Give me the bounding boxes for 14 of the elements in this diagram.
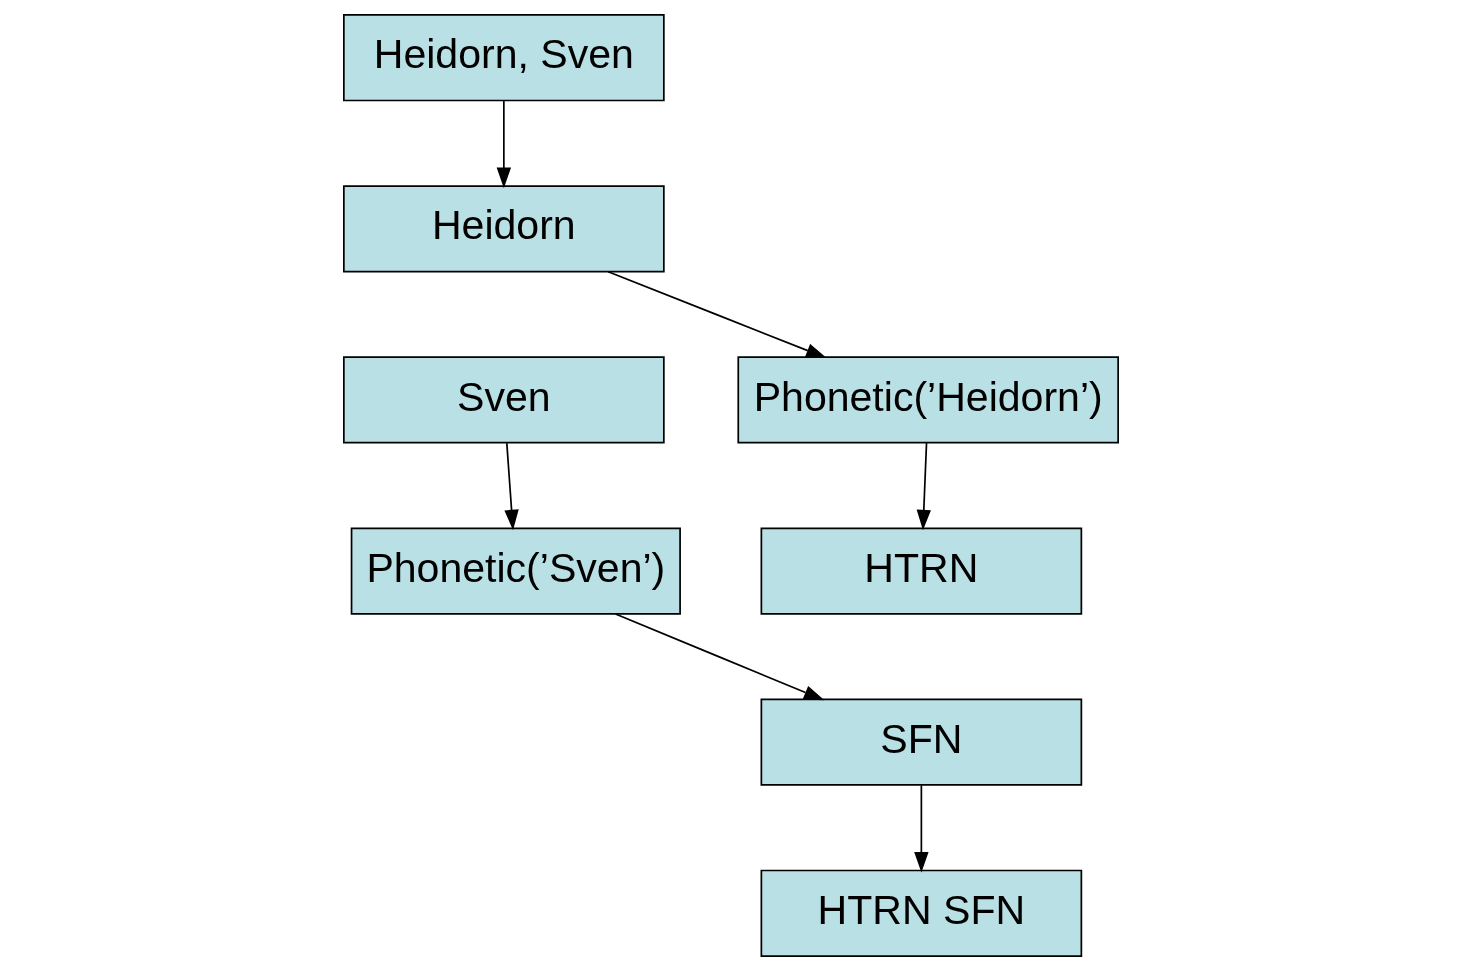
node-box: Heidorn, Sven xyxy=(343,14,665,102)
node-box: Phonetic(’Heidorn’) xyxy=(737,356,1119,444)
node-box: HTRN SFN xyxy=(760,869,1083,957)
arrow xyxy=(496,100,512,189)
arrow xyxy=(914,784,929,873)
node-box: Sven xyxy=(343,356,665,444)
arrow xyxy=(916,442,931,531)
arrow xyxy=(607,270,827,359)
arrow xyxy=(504,442,519,531)
node-box: Phonetic(’Sven’) xyxy=(350,527,681,615)
node-box: Heidorn xyxy=(343,185,665,273)
arrow xyxy=(614,613,825,701)
node-box: SFN xyxy=(760,698,1083,786)
node-box: HTRN xyxy=(760,527,1083,615)
